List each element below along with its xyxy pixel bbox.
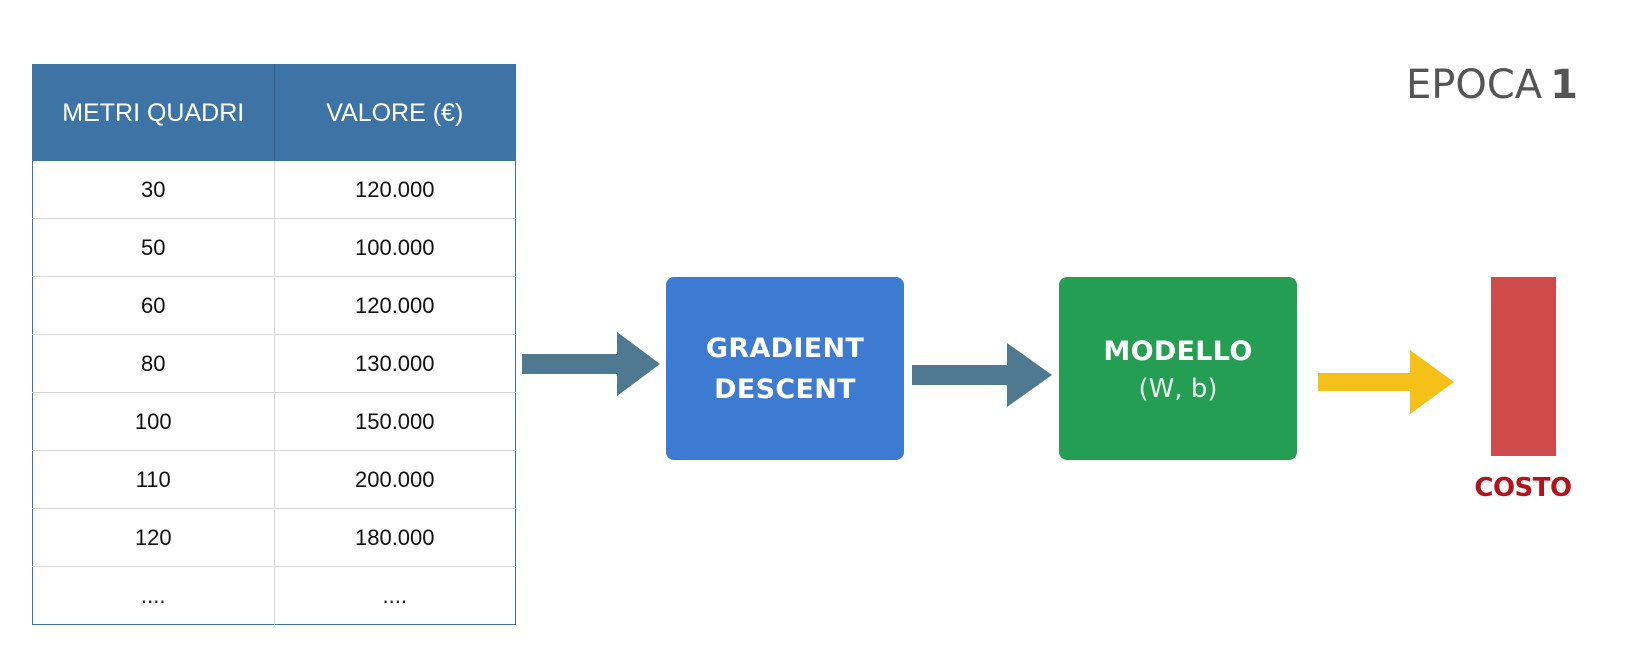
table-row: 50 100.000 [32,218,516,277]
table-cell: 150.000 [273,392,516,451]
table-cell: 110 [32,450,274,509]
table-cell: .... [273,566,516,625]
table-row: 120 180.000 [32,508,516,567]
gradient-descent-line2: DESCENT [714,373,856,405]
table-cell: 60 [32,276,274,335]
table-row: 30 120.000 [33,161,516,219]
arrow-shape [1318,350,1454,414]
cost-bar [1491,277,1556,456]
gradient-descent-title: GRADIENT DESCENT [685,328,885,410]
model-params: (W, b) [1138,374,1218,404]
table-cell: .... [32,566,274,625]
epoch-number: 1 [1550,62,1578,108]
arrow-model-to-cost [1318,350,1454,414]
arrow-shape [522,332,660,396]
table-row: 60 120.000 [32,276,516,335]
table-row: 100 150.000 [32,392,516,451]
table-header-row: METRI QUADRI VALORE (€) [32,64,516,161]
table-cell: 200.000 [273,450,516,509]
table-cell: 130.000 [273,334,516,393]
column-header-valore: VALORE (€) [273,64,516,161]
table-cell: 120.000 [273,161,516,219]
model-box: MODELLO (W, b) [1059,277,1297,460]
table-cell: 100 [32,392,274,451]
table-cell: 50 [32,218,274,277]
gradient-descent-line1: GRADIENT [705,332,865,364]
column-header-metri-quadri: METRI QUADRI [32,64,274,161]
model-title: MODELLO [1103,336,1253,367]
arrow-table-to-gradient [522,332,660,396]
data-table: METRI QUADRI VALORE (€) 30 120.000 50 10… [32,64,516,625]
table-cell: 120.000 [273,276,516,335]
epoch-label: EPOCA [1405,62,1543,108]
arrow-shape [912,343,1052,407]
arrow-gradient-to-model [912,343,1052,407]
table-cell: 30 [141,176,166,202]
table-cell: 180.000 [273,508,516,567]
cost-label: COSTO [1474,473,1572,503]
table-row: .... .... [32,566,516,625]
table-row: 110 200.000 [32,450,516,509]
gradient-descent-box: GRADIENT DESCENT [666,277,904,460]
table-row: 80 130.000 [32,334,516,393]
table-cell: 120 [32,508,274,567]
table-cell: 80 [32,334,274,393]
table-cell: 100.000 [273,218,516,277]
